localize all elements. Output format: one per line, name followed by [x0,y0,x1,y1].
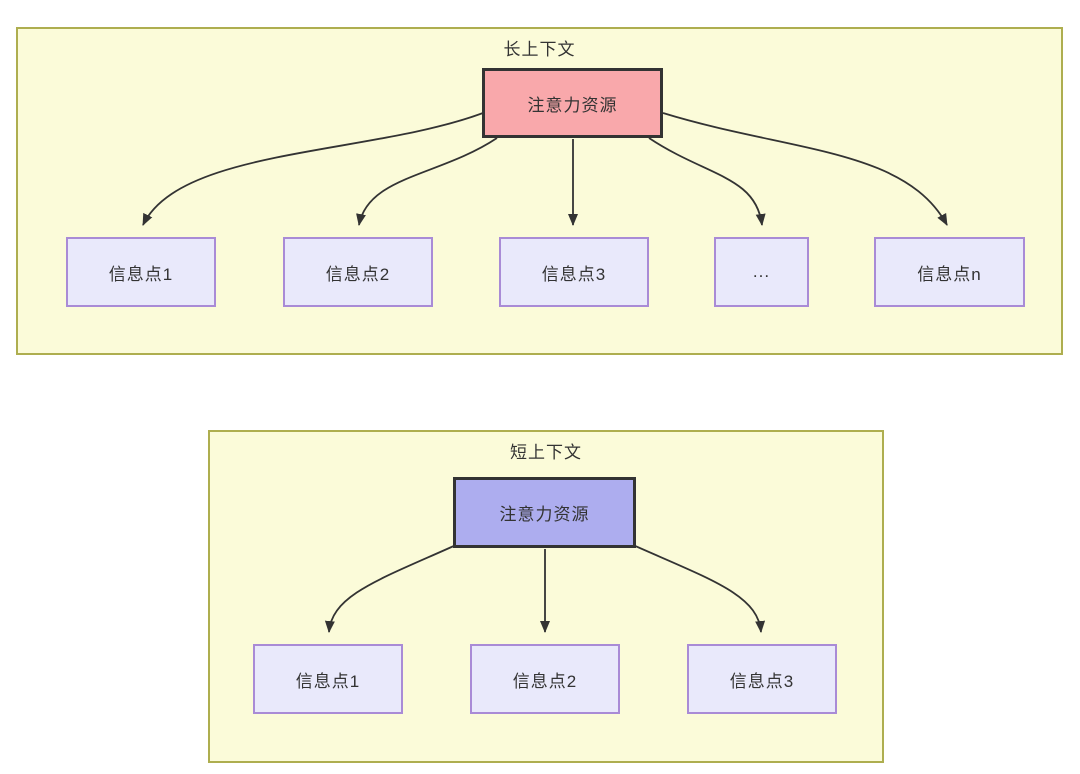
arrow-long-to-point2 [356,137,498,226]
long-info-point-2-node: 信息点2 [283,237,433,307]
arrow-short-to-point3 [632,544,766,633]
short-context-title: 短上下文 [510,443,582,462]
long-context-title: 长上下文 [503,40,576,59]
arrow-long-to-pointn [662,112,948,226]
short-info-point-1-node: 信息点1 [253,644,403,714]
long-info-point-1-node: 信息点1 [66,237,216,307]
long-info-point-ellipsis-node: ... [714,237,809,307]
arrow-short-to-point1 [324,544,457,633]
short-info-point-2-node: 信息点2 [470,644,620,714]
long-info-point-n-node: 信息点n [874,237,1025,307]
arrow-long-to-point1 [142,112,484,226]
short-attention-resource-node: 注意力资源 [453,477,636,548]
short-info-point-3-node: 信息点3 [687,644,837,714]
arrow-long-to-ellipsis [648,137,766,226]
long-attention-resource-node: 注意力资源 [482,68,663,138]
long-info-point-3-node: 信息点3 [499,237,649,307]
